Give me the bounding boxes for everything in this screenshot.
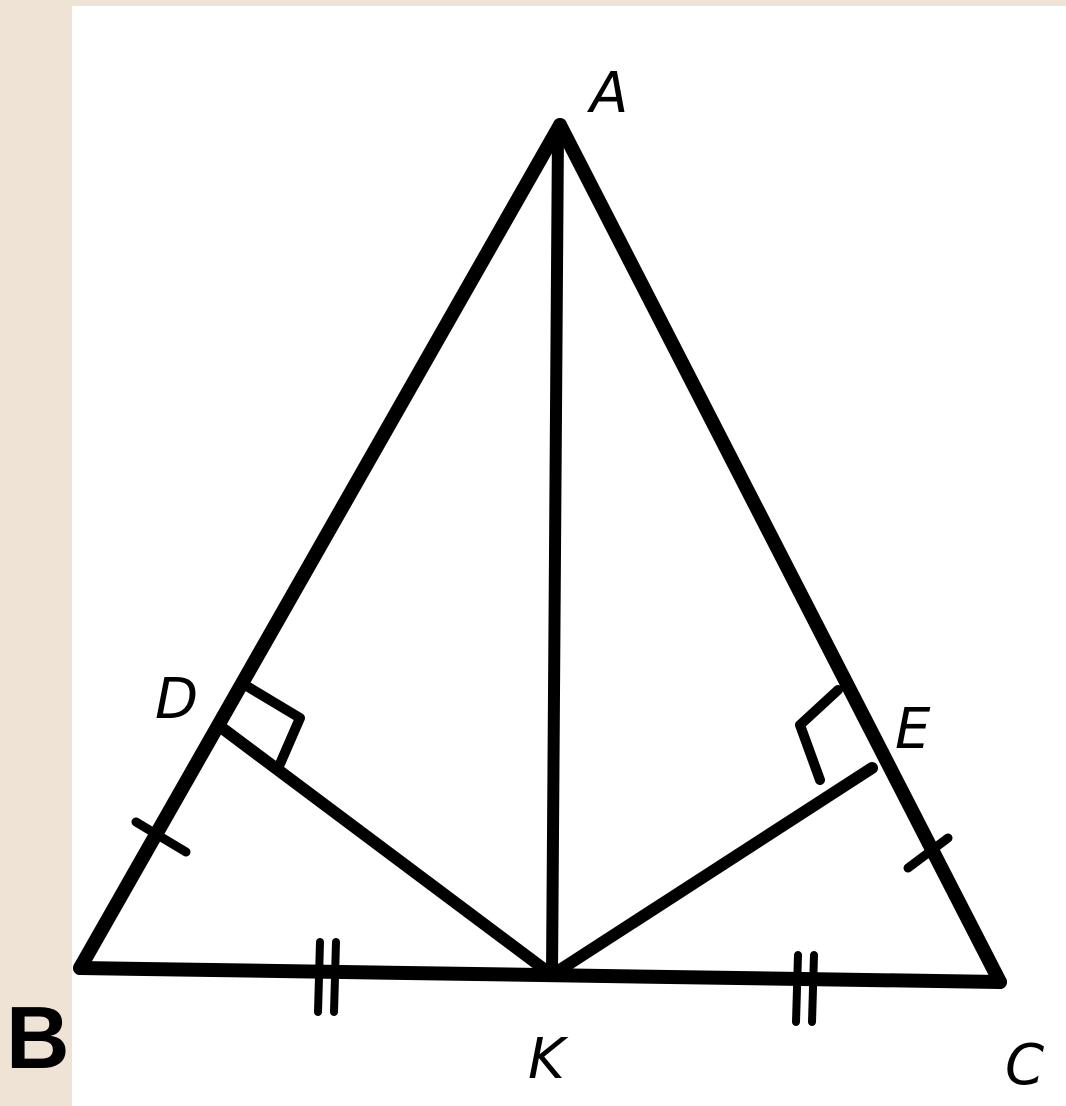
right-angle-mark-e: [795, 685, 843, 785]
side-ab: [73, 118, 567, 975]
side-ac: [553, 118, 1007, 989]
segment-kd: [216, 722, 558, 981]
vertex-label-b: B: [6, 988, 70, 1087]
side-bc: [73, 961, 1007, 989]
tick-mark-ec: [903, 833, 953, 873]
tick-mark-bd: [131, 817, 191, 857]
double-tick-kc: [792, 951, 818, 1026]
vertex-label-e: E: [895, 697, 931, 762]
segment-ke: [546, 762, 878, 981]
vertex-label-d: D: [155, 667, 198, 732]
right-angle-mark-d: [240, 680, 305, 769]
vertex-label-k: K: [528, 1027, 569, 1092]
vertex-label-a: A: [587, 61, 628, 126]
vertex-label-c: C: [1005, 1033, 1044, 1098]
double-tick-bk: [314, 938, 340, 1016]
segment-ak: [546, 124, 564, 981]
figure-panel: [72, 6, 1066, 1106]
